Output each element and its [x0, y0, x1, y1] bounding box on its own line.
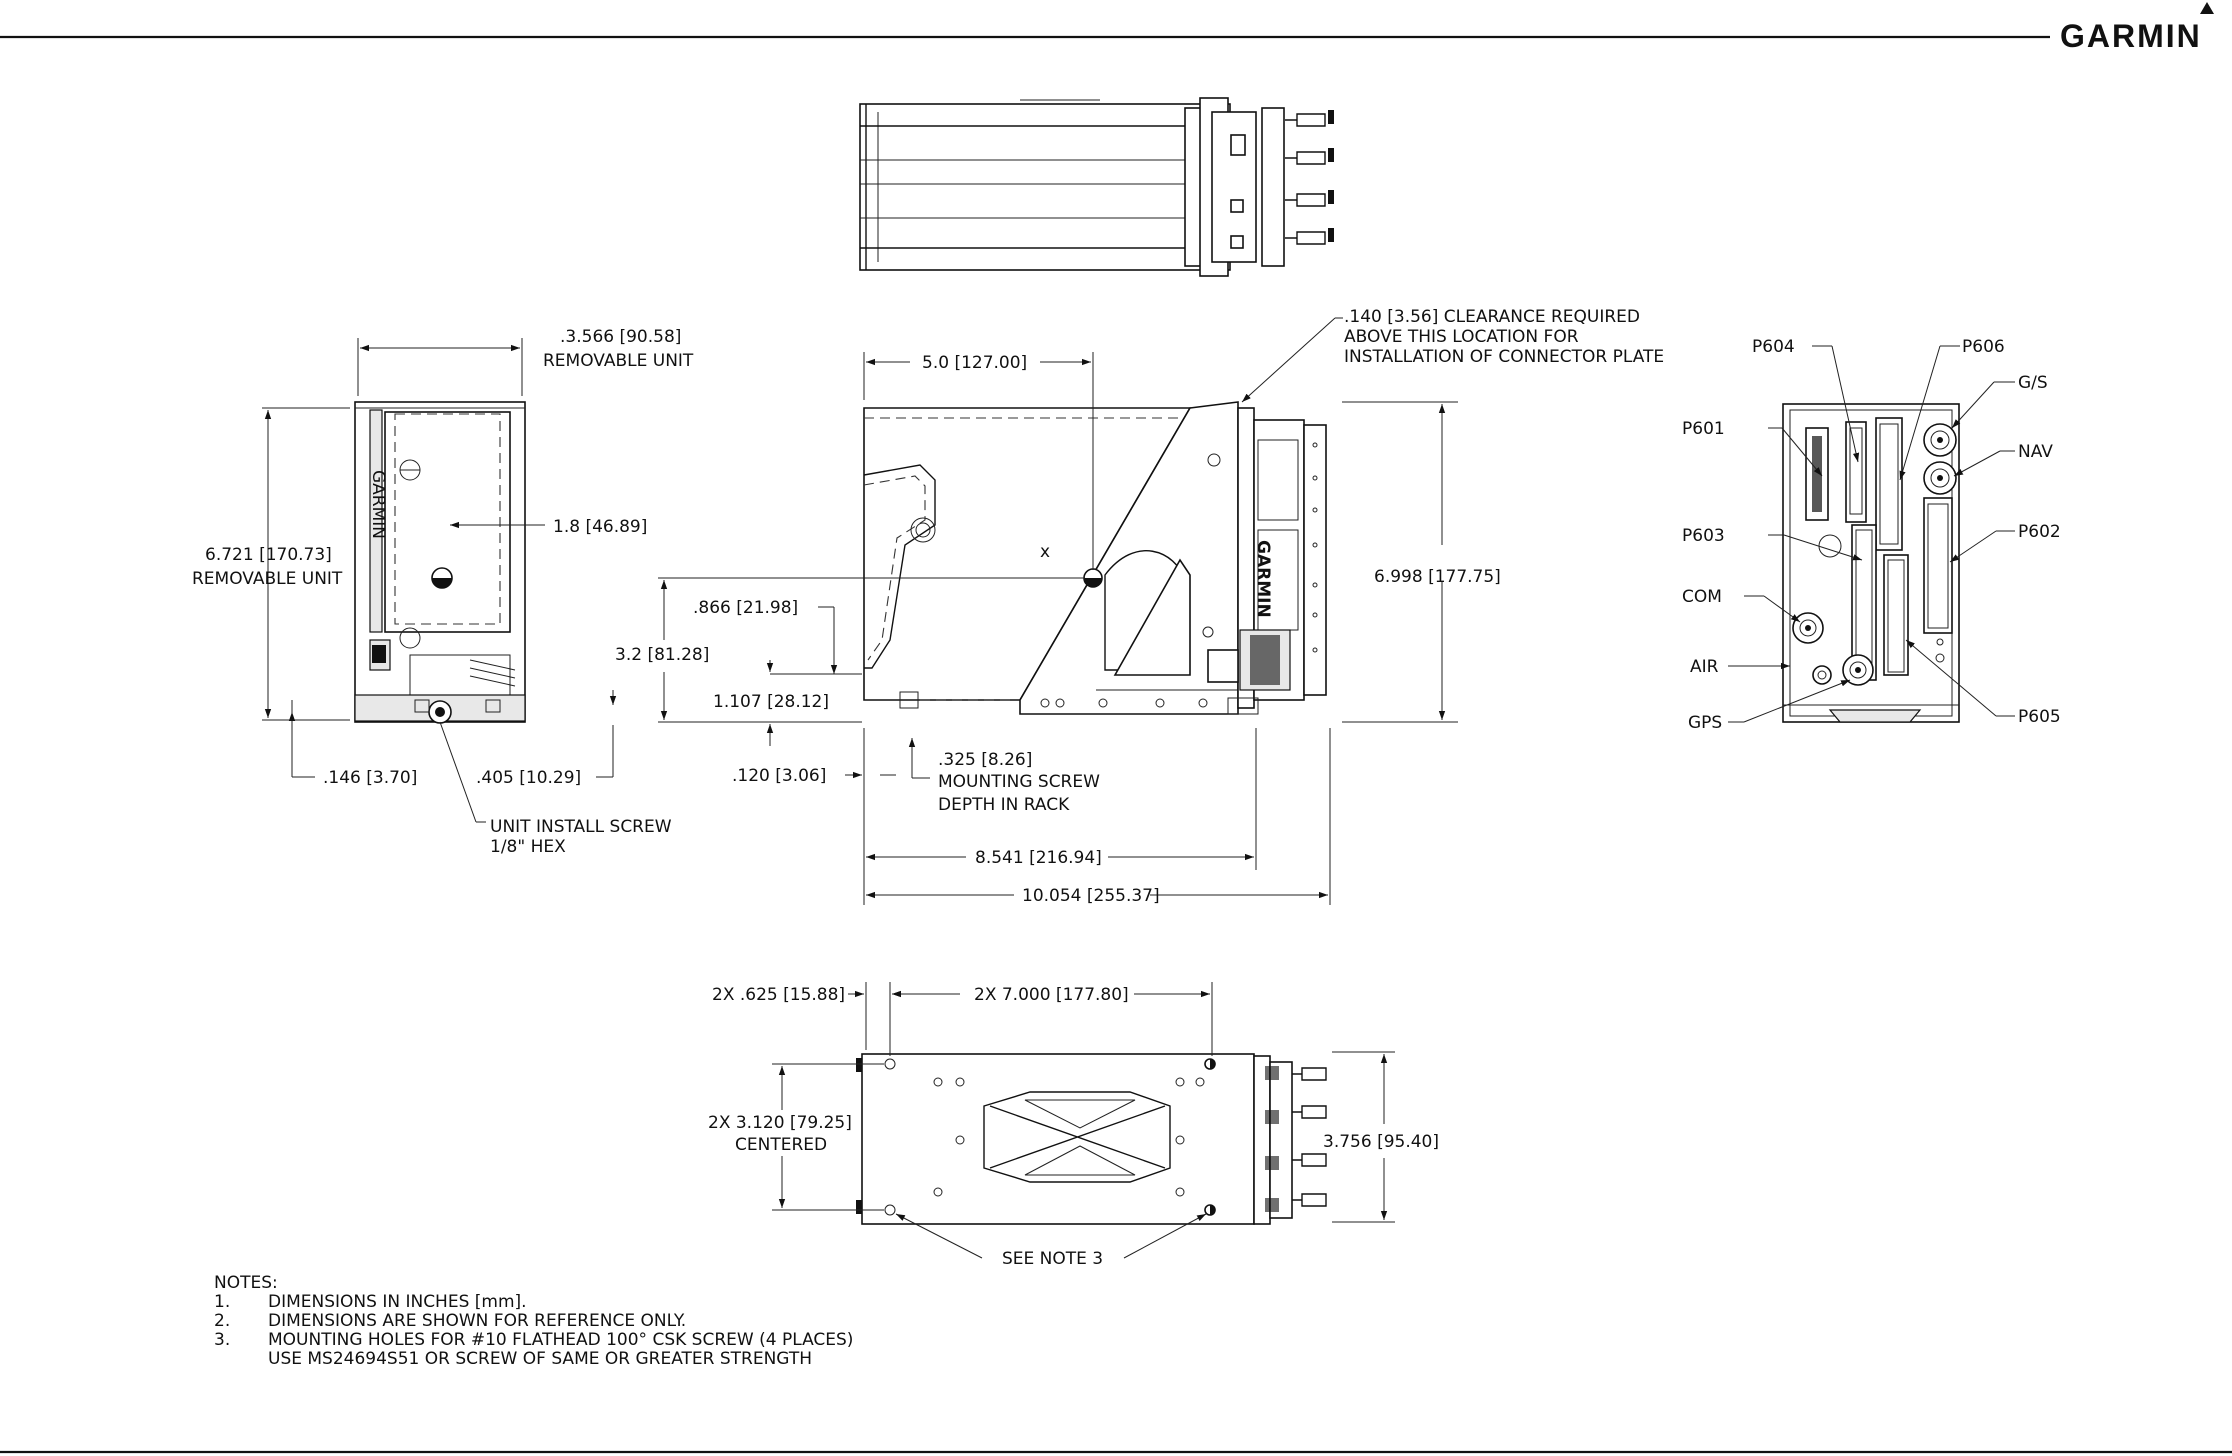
label-p603: P603: [1682, 526, 1725, 546]
dim-hole-7000: 2X 7.000 [177.80]: [974, 985, 1129, 1005]
dim-depth-5: 5.0 [127.00]: [922, 353, 1027, 373]
dim-h-866: .866 [21.98]: [693, 598, 798, 618]
front-view-dimensions: .3.566 [90.58] REMOVABLE UNIT 6.721 [170…: [192, 327, 694, 857]
dim-clearance-line-3: INSTALLATION OF CONNECTOR PLATE: [1344, 347, 1664, 367]
install-screw-label: UNIT INSTALL SCREW: [490, 817, 672, 837]
notes-block: NOTES: 1. DIMENSIONS IN INCHES [mm]. 2. …: [214, 1274, 1114, 1369]
note-text: MOUNTING HOLES FOR #10 FLATHEAD 100° CSK…: [268, 1330, 854, 1350]
dim-h-120: .120 [3.06]: [732, 766, 826, 786]
dim-bottom-left: .146 [3.70]: [323, 768, 417, 788]
note-item: 1. DIMENSIONS IN INCHES [mm].: [214, 1293, 1114, 1312]
label-air: AIR: [1690, 657, 1719, 677]
dim-removable-width: .3.566 [90.58]: [560, 327, 681, 347]
note-item: 3. MOUNTING HOLES FOR #10 FLATHEAD 100° …: [214, 1331, 1114, 1350]
garmin-logo-text: GARMIN: [2060, 18, 2202, 54]
label-com: COM: [1682, 587, 1722, 607]
dim-bottom-right: .405 [10.29]: [476, 768, 581, 788]
rear-view-labels: P604 P606 G/S P601 NAV P603 P602 COM AIR…: [1682, 337, 2061, 733]
dim-h-1107: 1.107 [28.12]: [713, 692, 829, 712]
dim-screw-depth-3: DEPTH IN RACK: [938, 795, 1070, 815]
label-p604: P604: [1752, 337, 1795, 357]
garmin-triangle-icon: [2200, 2, 2214, 14]
label-nav: NAV: [2018, 442, 2053, 462]
dim-clearance-line-2: ABOVE THIS LOCATION FOR: [1344, 327, 1579, 347]
note-text: DIMENSIONS ARE SHOWN FOR REFERENCE ONLY.: [268, 1311, 687, 1331]
note-item: 2. DIMENSIONS ARE SHOWN FOR REFERENCE ON…: [214, 1312, 1114, 1331]
note-number: 3.: [214, 1330, 231, 1350]
garmin-logo: GARMIN: [2060, 2, 2214, 54]
dim-clearance-line-1: .140 [3.56] CLEARANCE REQUIRED: [1344, 307, 1640, 327]
notes-heading: NOTES:: [214, 1273, 278, 1293]
see-note-3: SEE NOTE 3: [1002, 1249, 1103, 1269]
bottom-view: [856, 1053, 1327, 1225]
dim-height-6998: 6.998 [177.75]: [1374, 567, 1501, 587]
label-p602: P602: [2018, 522, 2061, 542]
dim-h-32: 3.2 [81.28]: [615, 645, 709, 665]
svg-text:GARMIN: GARMIN: [368, 470, 388, 539]
bottom-view-dimensions: 2X .625 [15.88] 2X 7.000 [177.80] 2X 3.1…: [708, 982, 1439, 1269]
dim-hole-3120-caption: CENTERED: [735, 1135, 827, 1155]
rear-view: [1782, 403, 1960, 723]
label-p601: P601: [1682, 419, 1725, 439]
label-p606: P606: [1962, 337, 2005, 357]
note-item: USE MS24694S51 OR SCREW OF SAME OR GREAT…: [214, 1350, 1114, 1369]
note-text: USE MS24694S51 OR SCREW OF SAME OR GREAT…: [268, 1349, 813, 1369]
dim-removable-width-caption: REMOVABLE UNIT: [543, 351, 694, 371]
note-number: 1.: [214, 1292, 231, 1312]
label-gps: GPS: [1688, 713, 1722, 733]
dim-len-8541: 8.541 [216.94]: [975, 848, 1102, 868]
dim-knob-offset: 1.8 [46.89]: [553, 517, 647, 537]
dim-screw-depth-2: MOUNTING SCREW: [938, 772, 1100, 792]
dim-width-3756: 3.756 [95.40]: [1323, 1132, 1439, 1152]
dim-removable-height: 6.721 [170.73]: [205, 545, 332, 565]
front-view: GARMIN: [354, 401, 526, 724]
dim-hole-625: 2X .625 [15.88]: [712, 985, 845, 1005]
dim-screw-depth-1: .325 [8.26]: [938, 750, 1032, 770]
dim-hole-3120: 2X 3.120 [79.25]: [708, 1113, 852, 1133]
note-number: [214, 1350, 268, 1369]
dim-removable-height-caption: REMOVABLE UNIT: [192, 569, 343, 589]
note-number: 2.: [214, 1311, 231, 1331]
note-text: DIMENSIONS IN INCHES [mm].: [268, 1292, 527, 1312]
side-view: x GARMIN: [863, 401, 1327, 715]
svg-text:GARMIN: GARMIN: [1253, 540, 1273, 618]
label-p605: P605: [2018, 707, 2061, 727]
dim-len-10054: 10.054 [255.37]: [1022, 886, 1160, 906]
install-screw-label-2: 1/8" HEX: [490, 837, 566, 857]
label-gs: G/S: [2018, 373, 2048, 393]
center-mark: x: [1040, 542, 1050, 562]
side-view-dimensions: 5.0 [127.00] .140 [3.56] CLEARANCE REQUI…: [615, 307, 1664, 906]
top-view: [859, 97, 1334, 277]
